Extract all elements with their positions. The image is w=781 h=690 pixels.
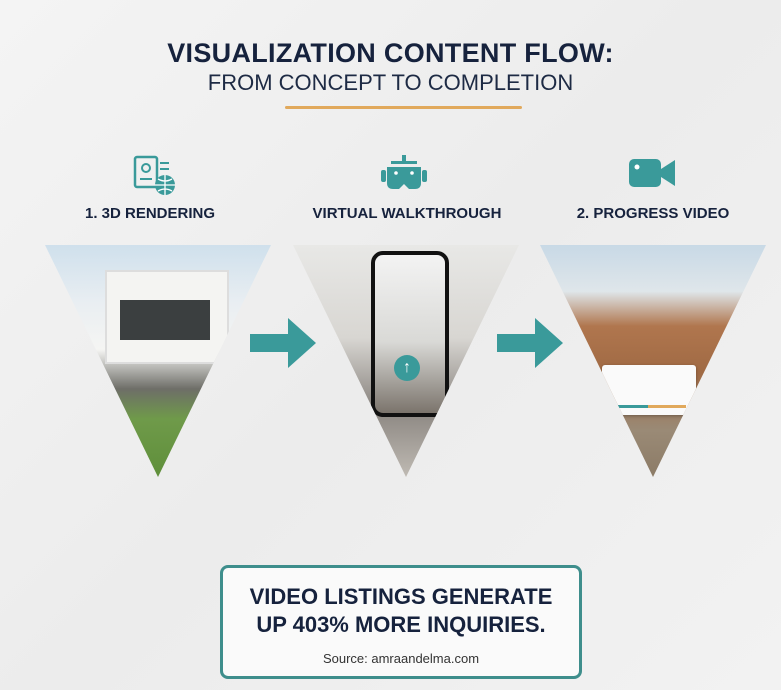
video-camera-icon [629, 159, 675, 187]
arrow-right-icon [497, 318, 563, 368]
stat-callout: VIDEO LISTINGS GENERATE UP 403% MORE INQ… [220, 565, 582, 679]
document-globe-icon [133, 155, 175, 195]
vr-headset-icon [381, 155, 427, 189]
step-label-virtual-walkthrough: VIRTUAL WALKTHROUGH [312, 205, 502, 222]
progress-video-image [540, 245, 766, 477]
stat-line-1: VIDEO LISTINGS GENERATE [249, 584, 553, 609]
step-label-progress-video: 2. PROGRESS VIDEO [576, 205, 730, 222]
stat-source: Source: amraandelma.com [322, 651, 480, 666]
walkthrough-image: ↑ [293, 245, 519, 477]
arrow-right-icon [250, 318, 316, 368]
upload-arrow-icon: ↑ [394, 355, 420, 381]
step-label-3d-rendering: 1. 3D RENDERING [84, 205, 216, 222]
rendering-image [45, 245, 271, 477]
divider [285, 106, 522, 109]
page-subtitle: FROM CONCEPT TO COMPLETION [207, 70, 574, 95]
page-title: VISUALIZATION CONTENT FLOW: [167, 38, 614, 68]
stat-line-2: UP 403% MORE INQUIRIES. [256, 612, 546, 637]
